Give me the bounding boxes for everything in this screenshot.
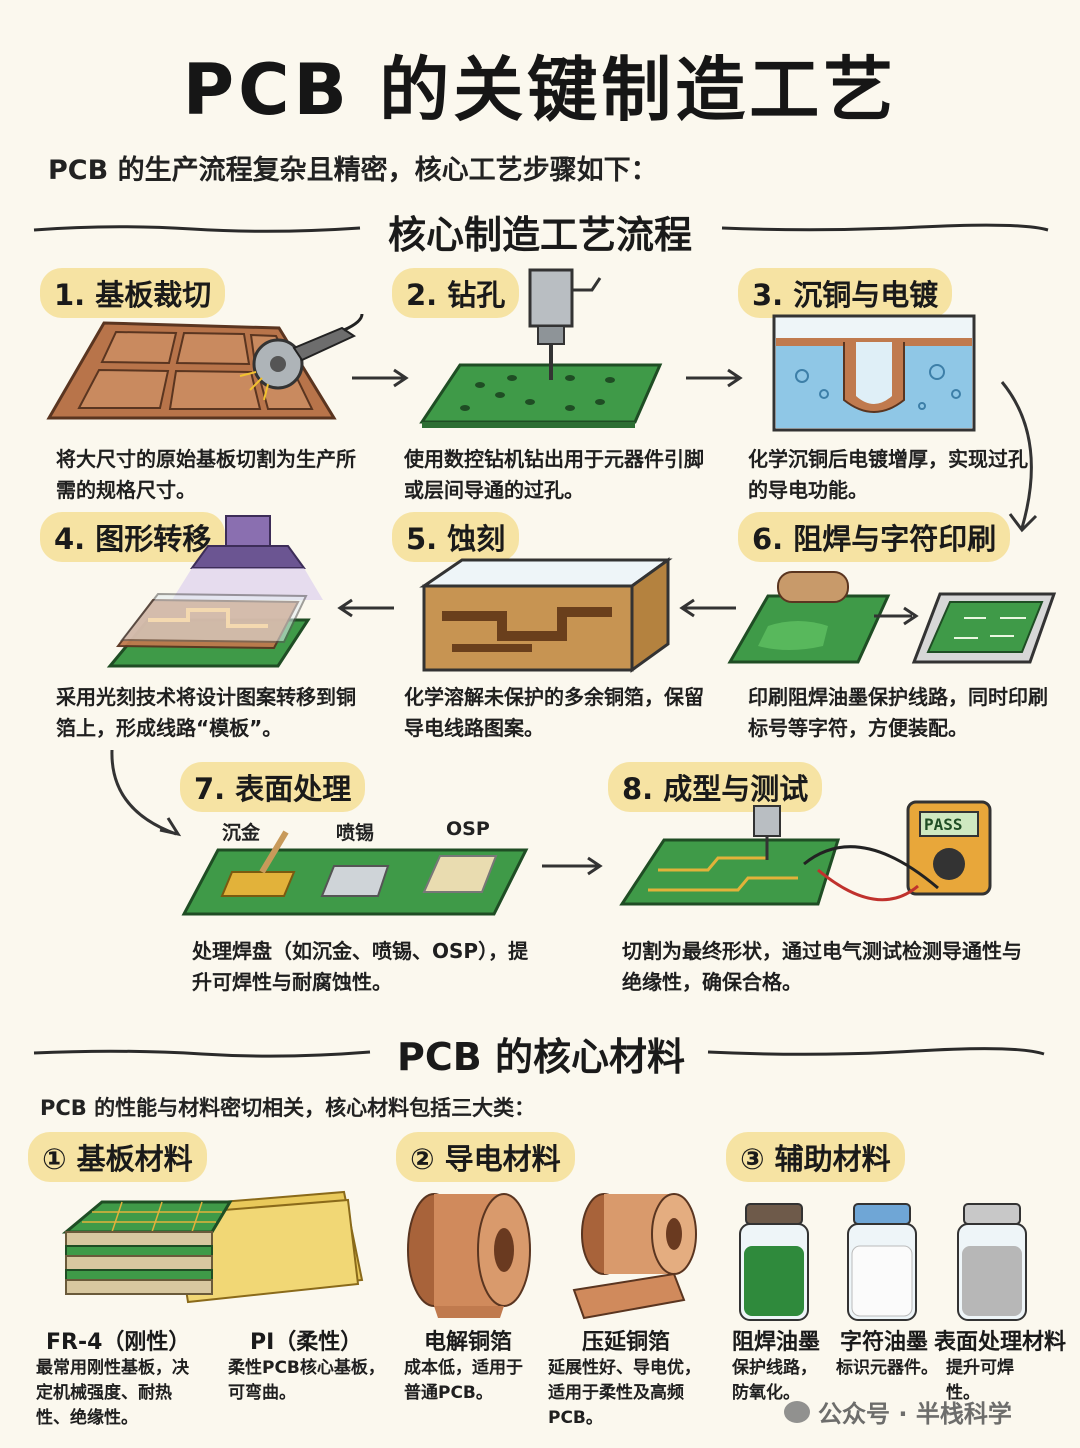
material-group-conductive-label: ② 导电材料 <box>396 1132 575 1182</box>
step6-solder-mask-illustration <box>727 571 1057 664</box>
intro-text: PCB 的生产流程复杂且精密，核心工艺步骤如下： <box>48 155 658 186</box>
copper-foil-illustration <box>407 1193 697 1320</box>
step5-desc: 化学溶解未保护的多余铜箔，保留导电线路图案。 <box>404 685 704 740</box>
section1-rule-right <box>721 223 1049 232</box>
material-surface-finish-desc: 提升可焊性。 <box>946 1358 1014 1403</box>
section2-title: PCB 的核心材料 <box>397 1035 685 1079</box>
pad-label-osp: OSP <box>446 818 490 840</box>
step8-desc: 切割为最终形状，通过电气测试检测导通性与绝缘性，确保合格。 <box>622 939 1022 994</box>
page-title: PCB 的关键制造工艺 <box>182 49 898 131</box>
step5-etching-tank-illustration <box>419 557 673 673</box>
arrow-5-to-4 <box>337 598 394 618</box>
step2-desc: 使用数控钻机钻出用于元器件引脚或层间导通的过孔。 <box>404 447 704 502</box>
arrow-7-to-8 <box>542 856 603 876</box>
step4-desc: 采用光刻技术将设计图案转移到铜箔上，形成线路“模板”。 <box>56 685 356 740</box>
material-ra-copper-desc: 延展性好、导电优，适用于柔性及高频PCB。 <box>548 1358 701 1428</box>
step3-desc: 化学沉铜后电镀增厚，实现过孔的导电功能。 <box>748 447 1028 502</box>
step2-label: 2. 钻孔 <box>392 268 520 318</box>
materials-intro: PCB 的性能与材料密切相关，核心材料包括三大类： <box>40 1096 536 1120</box>
pad-label-hasl: 喷锡 <box>336 822 375 844</box>
material-group-auxiliary-label: ③ 辅助材料 <box>726 1132 905 1182</box>
step6-label: 6. 阻焊与字符印刷 <box>738 512 1011 562</box>
material-pi-name: PI（柔性） <box>250 1330 363 1355</box>
arrow-1-to-2 <box>352 368 409 388</box>
pad-label-enig: 沉金 <box>222 822 261 844</box>
arrow-4-to-7 <box>110 749 182 837</box>
ink-jars-illustration <box>739 1203 1027 1321</box>
material-fr4-name: FR-4（刚性） <box>46 1330 191 1355</box>
step8-label: 8. 成型与测试 <box>608 762 823 812</box>
step4-photolithography-illustration <box>106 515 323 668</box>
step1-label: 1. 基板裁切 <box>40 268 226 318</box>
watermark: 公众号 · 半栈科学 <box>784 1394 1012 1429</box>
material-pi-desc: 柔性PCB核心基板，可弯曲。 <box>228 1358 385 1403</box>
step1-desc: 将大尺寸的原始基板切割为生产所需的规格尺寸。 <box>56 447 356 502</box>
meter-pass-text: PASS <box>924 815 963 834</box>
arrow-6-to-5 <box>679 598 736 618</box>
section1-rule-left <box>33 225 361 233</box>
material-solder-ink-name: 阻焊油墨 <box>732 1330 821 1355</box>
watermark-text: 公众号 · 半栈科学 <box>818 1400 1012 1428</box>
substrate-layers-illustration <box>61 1190 364 1304</box>
section1-title: 核心制造工艺流程 <box>387 213 692 257</box>
step3-label: 3. 沉铜与电镀 <box>738 268 953 318</box>
material-legend-ink-name: 字符油墨 <box>840 1330 929 1355</box>
arrow-3-to-6 <box>1000 381 1038 533</box>
material-ed-copper-desc: 成本低，适用于普通PCB。 <box>404 1358 523 1403</box>
step3-plating-tank-illustration <box>772 314 976 432</box>
step8-testing-illustration <box>619 800 992 906</box>
material-ra-copper-name: 压延铜箔 <box>582 1330 671 1355</box>
material-legend-ink-desc: 标识元器件。 <box>836 1358 938 1378</box>
material-group-substrate-label: ① 基板材料 <box>28 1132 207 1182</box>
step7-desc: 处理焊盘（如沉金、喷锡、OSP），提升可焊性与耐腐蚀性。 <box>192 939 529 994</box>
material-fr4-desc: 最常用刚性基板，决定机械强度、耐热性、绝缘性。 <box>36 1358 189 1428</box>
material-ed-copper-name: 电解铜箔 <box>424 1330 513 1355</box>
step1-board-cutting-illustration <box>46 313 364 420</box>
material-solder-ink-desc: 保护线路，防氧化。 <box>732 1358 817 1403</box>
material-surface-finish-name: 表面处理材料 <box>934 1330 1067 1355</box>
step2-drilling-illustration <box>419 268 663 428</box>
step7-surface-finish-illustration <box>181 830 529 916</box>
step7-label: 7. 表面处理 <box>180 762 366 812</box>
step4-label: 4. 图形转移 <box>40 512 226 562</box>
step5-label: 5. 蚀刻 <box>392 512 520 562</box>
step6-desc: 印刷阻焊油墨保护线路，同时印刷标号等字符，方便装配。 <box>748 685 1048 740</box>
section2-rule-right <box>707 1047 1045 1056</box>
wechat-icon <box>784 1400 810 1423</box>
section2-rule-left <box>33 1049 371 1058</box>
arrow-2-to-3 <box>686 368 743 388</box>
